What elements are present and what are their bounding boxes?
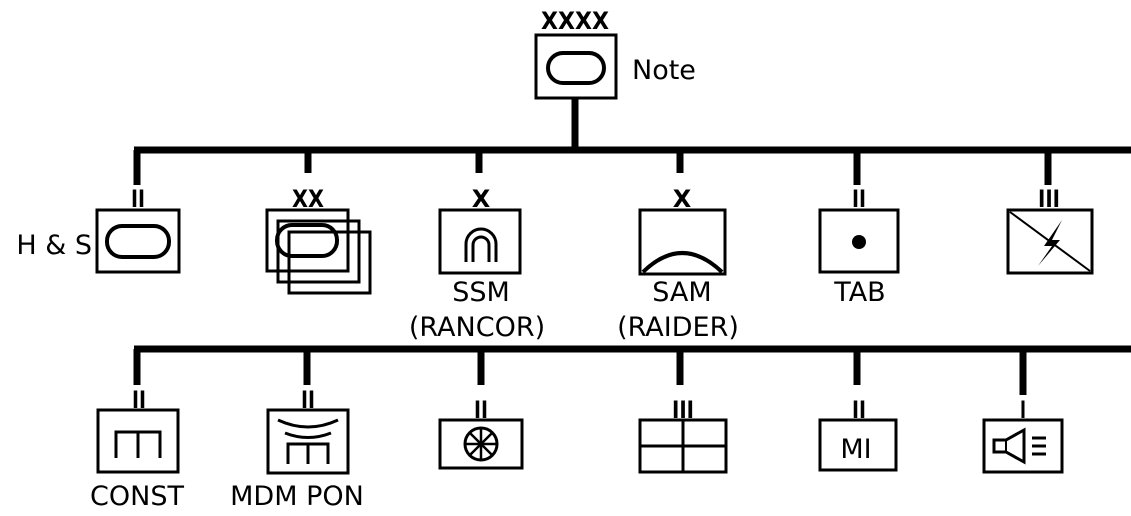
unit-psyops-speaker[interactable]: I	[982, 396, 1064, 474]
unit-mdm-label: MDM PON	[230, 481, 364, 512]
unit-hs[interactable]: II	[95, 185, 181, 274]
unit-sam-rank-mark: X	[673, 185, 692, 213]
unit-hs-label: H & S	[16, 230, 92, 261]
root-rank-mark: XXXX	[541, 7, 609, 35]
unit-sam-label-line1: SAM	[652, 277, 711, 308]
unit-maintenance-rank-mark: II	[474, 396, 488, 424]
loudspeaker-icon	[992, 427, 1046, 465]
unit-tab-rank-mark: II	[852, 185, 866, 213]
unit-mdm-rank-mark: II	[301, 386, 315, 414]
unit-sam-label-line2: (RAIDER)	[617, 312, 739, 343]
unit-quadrant[interactable]: III	[638, 396, 728, 474]
unit-maintenance-wheel[interactable]: II	[438, 396, 524, 470]
unit-ssm-label-line1: SSM	[452, 277, 510, 308]
unit-ssm-label-line2: (RANCOR)	[409, 312, 545, 343]
unit-signal-rank-mark: III	[1038, 185, 1060, 213]
lightning-bolt-icon	[1038, 220, 1062, 266]
unit-tab-label: TAB	[833, 277, 885, 308]
unit-stacked-rank-mark: XX	[292, 185, 324, 213]
unit-psyops-rank-mark: I	[1020, 396, 1026, 424]
unit-const[interactable]: II	[96, 386, 180, 474]
wheel-icon	[463, 426, 499, 462]
unit-signal-lightning[interactable]: III	[1006, 185, 1094, 275]
unit-ssm-rank-mark: X	[472, 185, 491, 213]
unit-stacked[interactable]: XX	[265, 185, 372, 295]
unit-mi-label: MI	[840, 434, 871, 465]
unit-const-rank-mark: II	[132, 386, 146, 414]
unit-mdm-pon[interactable]: II	[266, 386, 350, 475]
root-unit-symbol[interactable]	[534, 33, 618, 100]
unit-mi[interactable]: II	[818, 396, 898, 472]
unit-hs-rank-mark: II	[131, 185, 145, 213]
unit-sam-raider[interactable]: X	[638, 185, 727, 276]
unit-tab[interactable]: II	[818, 185, 900, 274]
root-label: Note	[632, 55, 696, 86]
unit-ssm-rancor[interactable]: X	[438, 185, 522, 275]
unit-quadrant-rank-mark: III	[672, 396, 694, 424]
unit-const-label: CONST	[90, 481, 184, 512]
unit-mi-rank-mark: II	[852, 396, 866, 424]
